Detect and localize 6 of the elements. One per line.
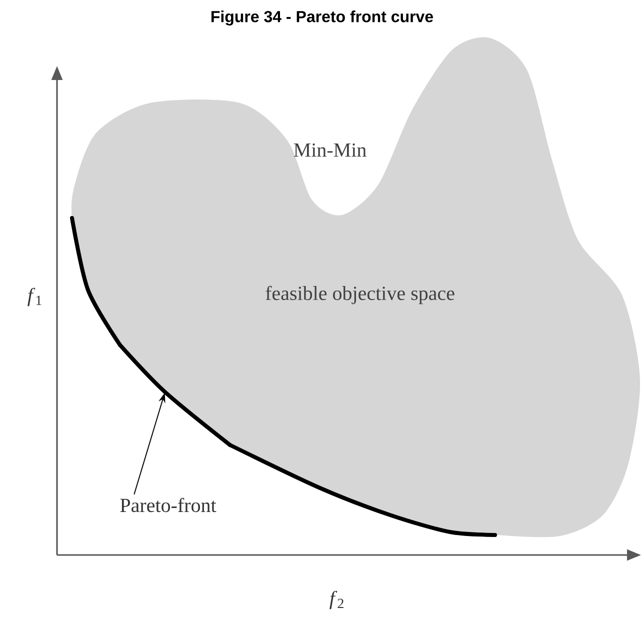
axis-label: f$_{1}$	[28, 288, 42, 306]
figure-title: Figure 34 - Pareto front curve	[212, 10, 434, 26]
axis-label: f$_{2}$	[330, 590, 344, 610]
callout-label: Pareto-front	[120, 498, 216, 512]
region-label: feasible objective space	[266, 286, 454, 304]
region-label: Min-Min	[294, 143, 366, 157]
